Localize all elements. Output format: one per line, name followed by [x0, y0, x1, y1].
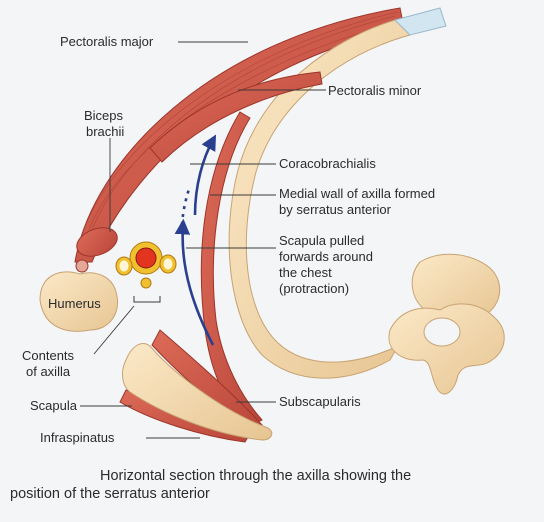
label-subscapularis: Subscapularis — [279, 394, 361, 409]
label-scapula: Scapula — [30, 398, 78, 413]
label-scapula-pulled-line3: the chest — [279, 265, 332, 280]
humerus-bone — [39, 271, 118, 332]
biceps-brachii-muscle — [76, 227, 118, 257]
label-contents-line1: Contents — [22, 348, 75, 363]
label-scapula-pulled-line1: Scapula pulled — [279, 233, 364, 248]
biceps-tendon — [75, 259, 89, 273]
caption-line2: position of the serratus anterior — [10, 486, 210, 502]
label-scapula-pulled-line2: forwards around — [279, 249, 373, 264]
label-humerus: Humerus — [48, 296, 101, 311]
label-pectoralis-minor: Pectoralis minor — [328, 83, 422, 98]
label-scapula-pulled-line4: (protraction) — [279, 281, 349, 296]
caption-line1: Horizontal section through the axilla sh… — [100, 468, 411, 484]
label-medial-wall-line2: by serratus anterior — [279, 202, 392, 217]
rib — [228, 19, 411, 379]
label-coracobrachialis: Coracobrachialis — [279, 156, 376, 171]
label-biceps-line2: brachii — [86, 124, 124, 139]
lymph-node — [140, 277, 152, 289]
label-pectoralis-major: Pectoralis major — [60, 34, 154, 49]
protraction-arrow-upper — [193, 134, 217, 216]
label-biceps-line1: Biceps — [84, 108, 124, 123]
costal-cartilage — [394, 7, 447, 36]
label-medial-wall-line1: Medial wall of axilla formed — [279, 186, 435, 201]
protraction-arrow-lower — [174, 218, 215, 346]
label-infraspinatus: Infraspinatus — [40, 430, 115, 445]
contents-bracket — [133, 296, 161, 303]
label-contents-line2: of axilla — [26, 364, 71, 379]
vertebra — [388, 253, 505, 395]
scapula-bone — [122, 343, 273, 441]
pectoralis-minor-muscle — [149, 71, 323, 163]
